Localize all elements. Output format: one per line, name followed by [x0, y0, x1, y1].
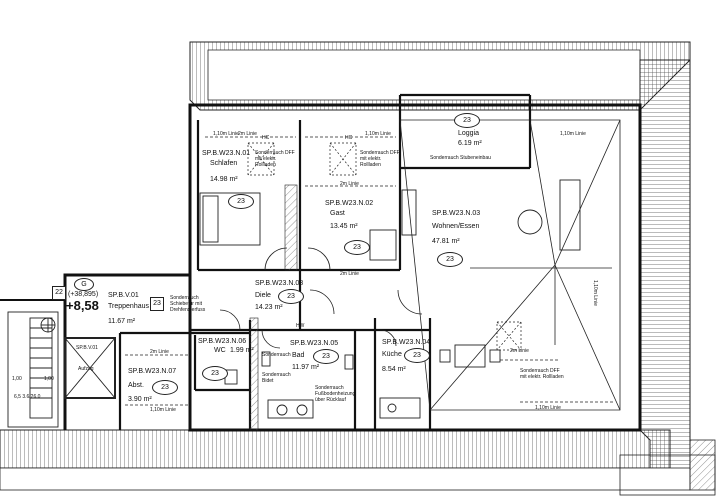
- line-label-5: 1,10m Linie: [150, 407, 176, 413]
- note-diele: Sonderrauch Schiebetür mit Drehfensterfu…: [170, 295, 206, 313]
- note-loggia: Sonderrauch Stubeneinbau: [430, 155, 491, 161]
- note-bad2: Sonderrauch Fußbodenheizung über Rücklau…: [315, 385, 356, 403]
- roof-right-band: [639, 59, 691, 471]
- note-hc3: HW: [296, 323, 305, 329]
- corner-hatch: [689, 439, 716, 491]
- line-label-9: 2m Linie: [340, 271, 359, 277]
- note-sonderrauch: Sonderrauch: [262, 352, 291, 358]
- note-rauch3: Sonderrauch DFF mit elektr. Rollladen: [520, 368, 564, 380]
- line-label-8: 2m Linie: [510, 348, 529, 354]
- room-n08-code: SP.B.W23.N.08: [255, 280, 304, 287]
- room-n07-code: SP.B.W23.N.07: [128, 368, 177, 375]
- room-n02-area: 13.45 m²: [330, 223, 358, 230]
- room-n07-name: Abst.: [128, 382, 144, 389]
- room-n03-name: Wohnen/Essen: [432, 223, 480, 230]
- line-label-6: 2m Linie: [340, 181, 359, 187]
- shaft-hatch: [249, 317, 259, 431]
- stair-name: Aufzug: [78, 366, 94, 372]
- room-n04-number: 23: [404, 348, 430, 363]
- room-n01-number: 23: [228, 194, 254, 209]
- roof-top-band: [189, 41, 691, 111]
- room-n02-code: SP.B.W23.N.02: [325, 200, 374, 207]
- room-v01-name: Treppenhaus: [108, 303, 149, 310]
- room-n03-code: SP.B.W23.N.03: [432, 210, 481, 217]
- room-n04-code: SP.B.W23.N.04: [382, 339, 431, 346]
- room-n08-number: 23: [278, 289, 304, 304]
- room-n03-area: 47.81 m²: [432, 238, 460, 245]
- room-n06-code: SP.B.W23.N.06: [198, 338, 247, 345]
- door-arcs: [219, 247, 423, 349]
- skylight-marks: [247, 142, 522, 351]
- note-hc1: HC: [262, 135, 270, 141]
- loggia-name: Loggia: [458, 130, 480, 137]
- room-n02-number: 23: [344, 240, 370, 255]
- line-label-vertical: 1,10m Linie: [592, 280, 598, 306]
- roof-bottom-band: [0, 429, 691, 491]
- line-label-4: 1,10m Linie: [535, 405, 561, 411]
- stairwell: [7, 311, 116, 428]
- outer-walls: [0, 103, 642, 432]
- stair-dim2: 1,00: [44, 376, 54, 382]
- room-n05-code: SP.B.W23.N.05: [290, 340, 339, 347]
- wardrobe-hatch: [284, 184, 298, 271]
- room-n06-name: WC: [214, 347, 226, 354]
- room-n01-area: 14.98 m²: [210, 176, 238, 183]
- room-n03-number: 23: [437, 252, 463, 267]
- line-label-1: 1,10m Linie: [213, 131, 239, 137]
- note-rauch2: Sonderrauch DFF mit elektr. Rollladen: [360, 150, 400, 168]
- level-elevation: (+38,895): [68, 291, 99, 298]
- room-v01-number: 23: [150, 297, 164, 311]
- roof-slope-lines: [125, 119, 621, 411]
- note-hc2: HC: [345, 135, 353, 141]
- level-height: +8,58: [66, 298, 99, 313]
- room-n08-area: 14.23 m²: [255, 304, 283, 311]
- line-label-10: 2m Linie: [238, 131, 257, 137]
- room-n08-name: Diele: [255, 292, 271, 299]
- room-n06-number: 23: [202, 366, 228, 381]
- room-n06-area: 1.99 m²: [230, 347, 254, 354]
- corner-frame: [619, 454, 716, 496]
- room-n07-area: 3.90 m²: [128, 396, 152, 403]
- line-label-3: 1,10m Linie: [560, 131, 586, 137]
- room-n04-area: 8.54 m²: [382, 366, 406, 373]
- line-label-7: 2m Linie: [150, 349, 169, 355]
- note-bad: Sonderrauch Bidet: [262, 372, 291, 384]
- note-rauch1: Sonderrauch DFF mit elektr. Rollladen: [255, 150, 295, 168]
- room-n02-name: Gast: [330, 210, 345, 217]
- level-marker: G: [74, 278, 94, 291]
- room-v01-area: 11.67 m²: [108, 318, 136, 325]
- room-n07-number: 23: [152, 380, 178, 395]
- stair-dim3: 6,5 3.6/26.0: [14, 394, 41, 400]
- room-n05-name: Bad: [292, 352, 305, 359]
- room-n04-name: Küche: [382, 351, 402, 358]
- room-v01-code: SP.B.V.01: [108, 292, 139, 299]
- room-n01-code: SP.B.W23.N.01: [202, 150, 251, 157]
- furniture: [199, 179, 581, 419]
- room-n05-area: 11.97 m²: [292, 364, 320, 371]
- loggia-area: 6.19 m²: [458, 140, 482, 147]
- line-label-2: 1,10m Linie: [365, 131, 391, 137]
- stair-code: SP.B.V.01: [76, 345, 98, 351]
- room-n01-name: Schlafen: [210, 160, 238, 167]
- level-box: 22: [52, 286, 66, 300]
- loggia-number: 23: [454, 113, 480, 128]
- room-n05-number: 23: [313, 349, 339, 364]
- stair-dim1: 1,00: [12, 376, 22, 382]
